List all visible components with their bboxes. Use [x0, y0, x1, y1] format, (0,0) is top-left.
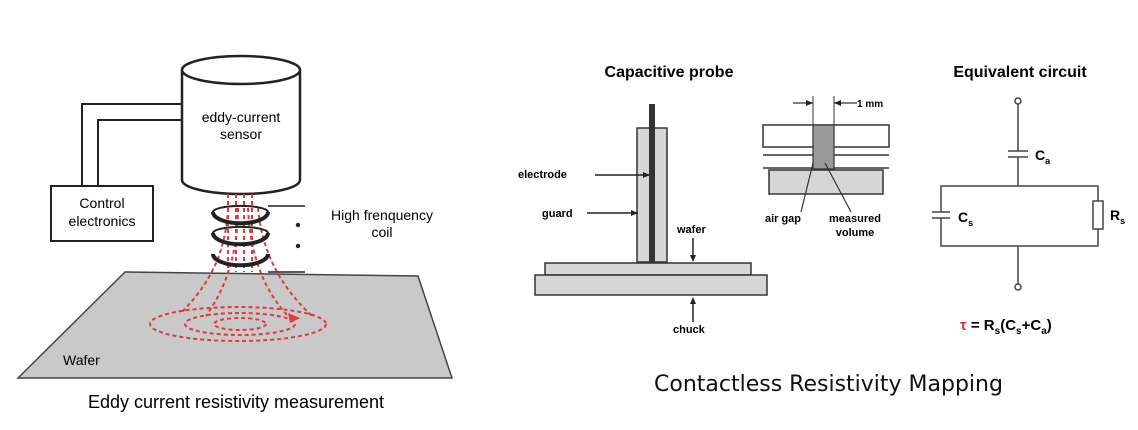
circuit-wires [940, 104, 1099, 284]
measured-volume-inset [762, 96, 890, 213]
eddy-arrowhead [288, 313, 300, 323]
chuck-layer [534, 274, 768, 296]
arrowhead [690, 297, 696, 304]
capacitive-probe-diagram: Capacitive probe electrode guard wafer c… [518, 64, 890, 336]
terminal-bottom [1014, 283, 1022, 291]
arrowhead [643, 172, 650, 178]
probe-title: Capacitive probe [605, 64, 734, 81]
coil-dot [295, 243, 301, 249]
electrode-label: electrode [518, 169, 567, 181]
wafer-layer [544, 262, 752, 276]
cs-label: Cs [958, 209, 973, 228]
wafer-plate [16, 271, 454, 379]
eddy-current-sensor [180, 54, 302, 196]
circuit-title: Equivalent circuit [953, 64, 1087, 81]
eddy-caption: Eddy current resistivity measurement [88, 392, 384, 412]
terminal-top [1014, 97, 1022, 105]
tau-formula: τ = Rs(Cs+Ca) [960, 317, 1052, 337]
control-wires [81, 103, 182, 186]
contactless-caption: Contactless Resistivity Mapping [654, 372, 1003, 397]
electrode [649, 104, 655, 262]
arrowhead [690, 255, 696, 262]
coil [211, 204, 270, 268]
chuck-label: chuck [673, 324, 706, 336]
control-label: Control [79, 195, 124, 211]
coil-label: High frenquency [331, 207, 433, 223]
control-electronics-box [50, 185, 154, 242]
eddy-current-diagram: eddy-current sensor Control electronics … [16, 54, 454, 412]
air-gap-label: air gap [765, 213, 801, 225]
dimension-label: 1 mm [857, 99, 883, 110]
sensor-label: eddy-current [202, 109, 281, 125]
eddy-loops [149, 207, 327, 342]
field-lines [227, 194, 253, 272]
wafer-label-probe: wafer [676, 224, 706, 236]
coil-label: coil [371, 224, 392, 240]
rs-resistor [1092, 200, 1104, 230]
wafer-label: Wafer [63, 352, 100, 368]
control-label: electronics [69, 213, 136, 229]
guard-label: guard [542, 208, 573, 220]
sensor-label: sensor [220, 126, 262, 142]
measured-volume-label: measured [829, 213, 881, 225]
cs-gap [936, 212, 946, 218]
measured-volume-label: volume [836, 227, 875, 239]
coil-dot [295, 222, 301, 228]
rs-label: Rs [1110, 207, 1125, 226]
equivalent-circuit-diagram: Equivalent circuit Ca Cs Rs τ = Rs(Cs+Ca… [932, 64, 1125, 337]
coil-leads [268, 205, 305, 273]
arrowhead [631, 210, 638, 216]
ca-label: Ca [1035, 147, 1051, 166]
